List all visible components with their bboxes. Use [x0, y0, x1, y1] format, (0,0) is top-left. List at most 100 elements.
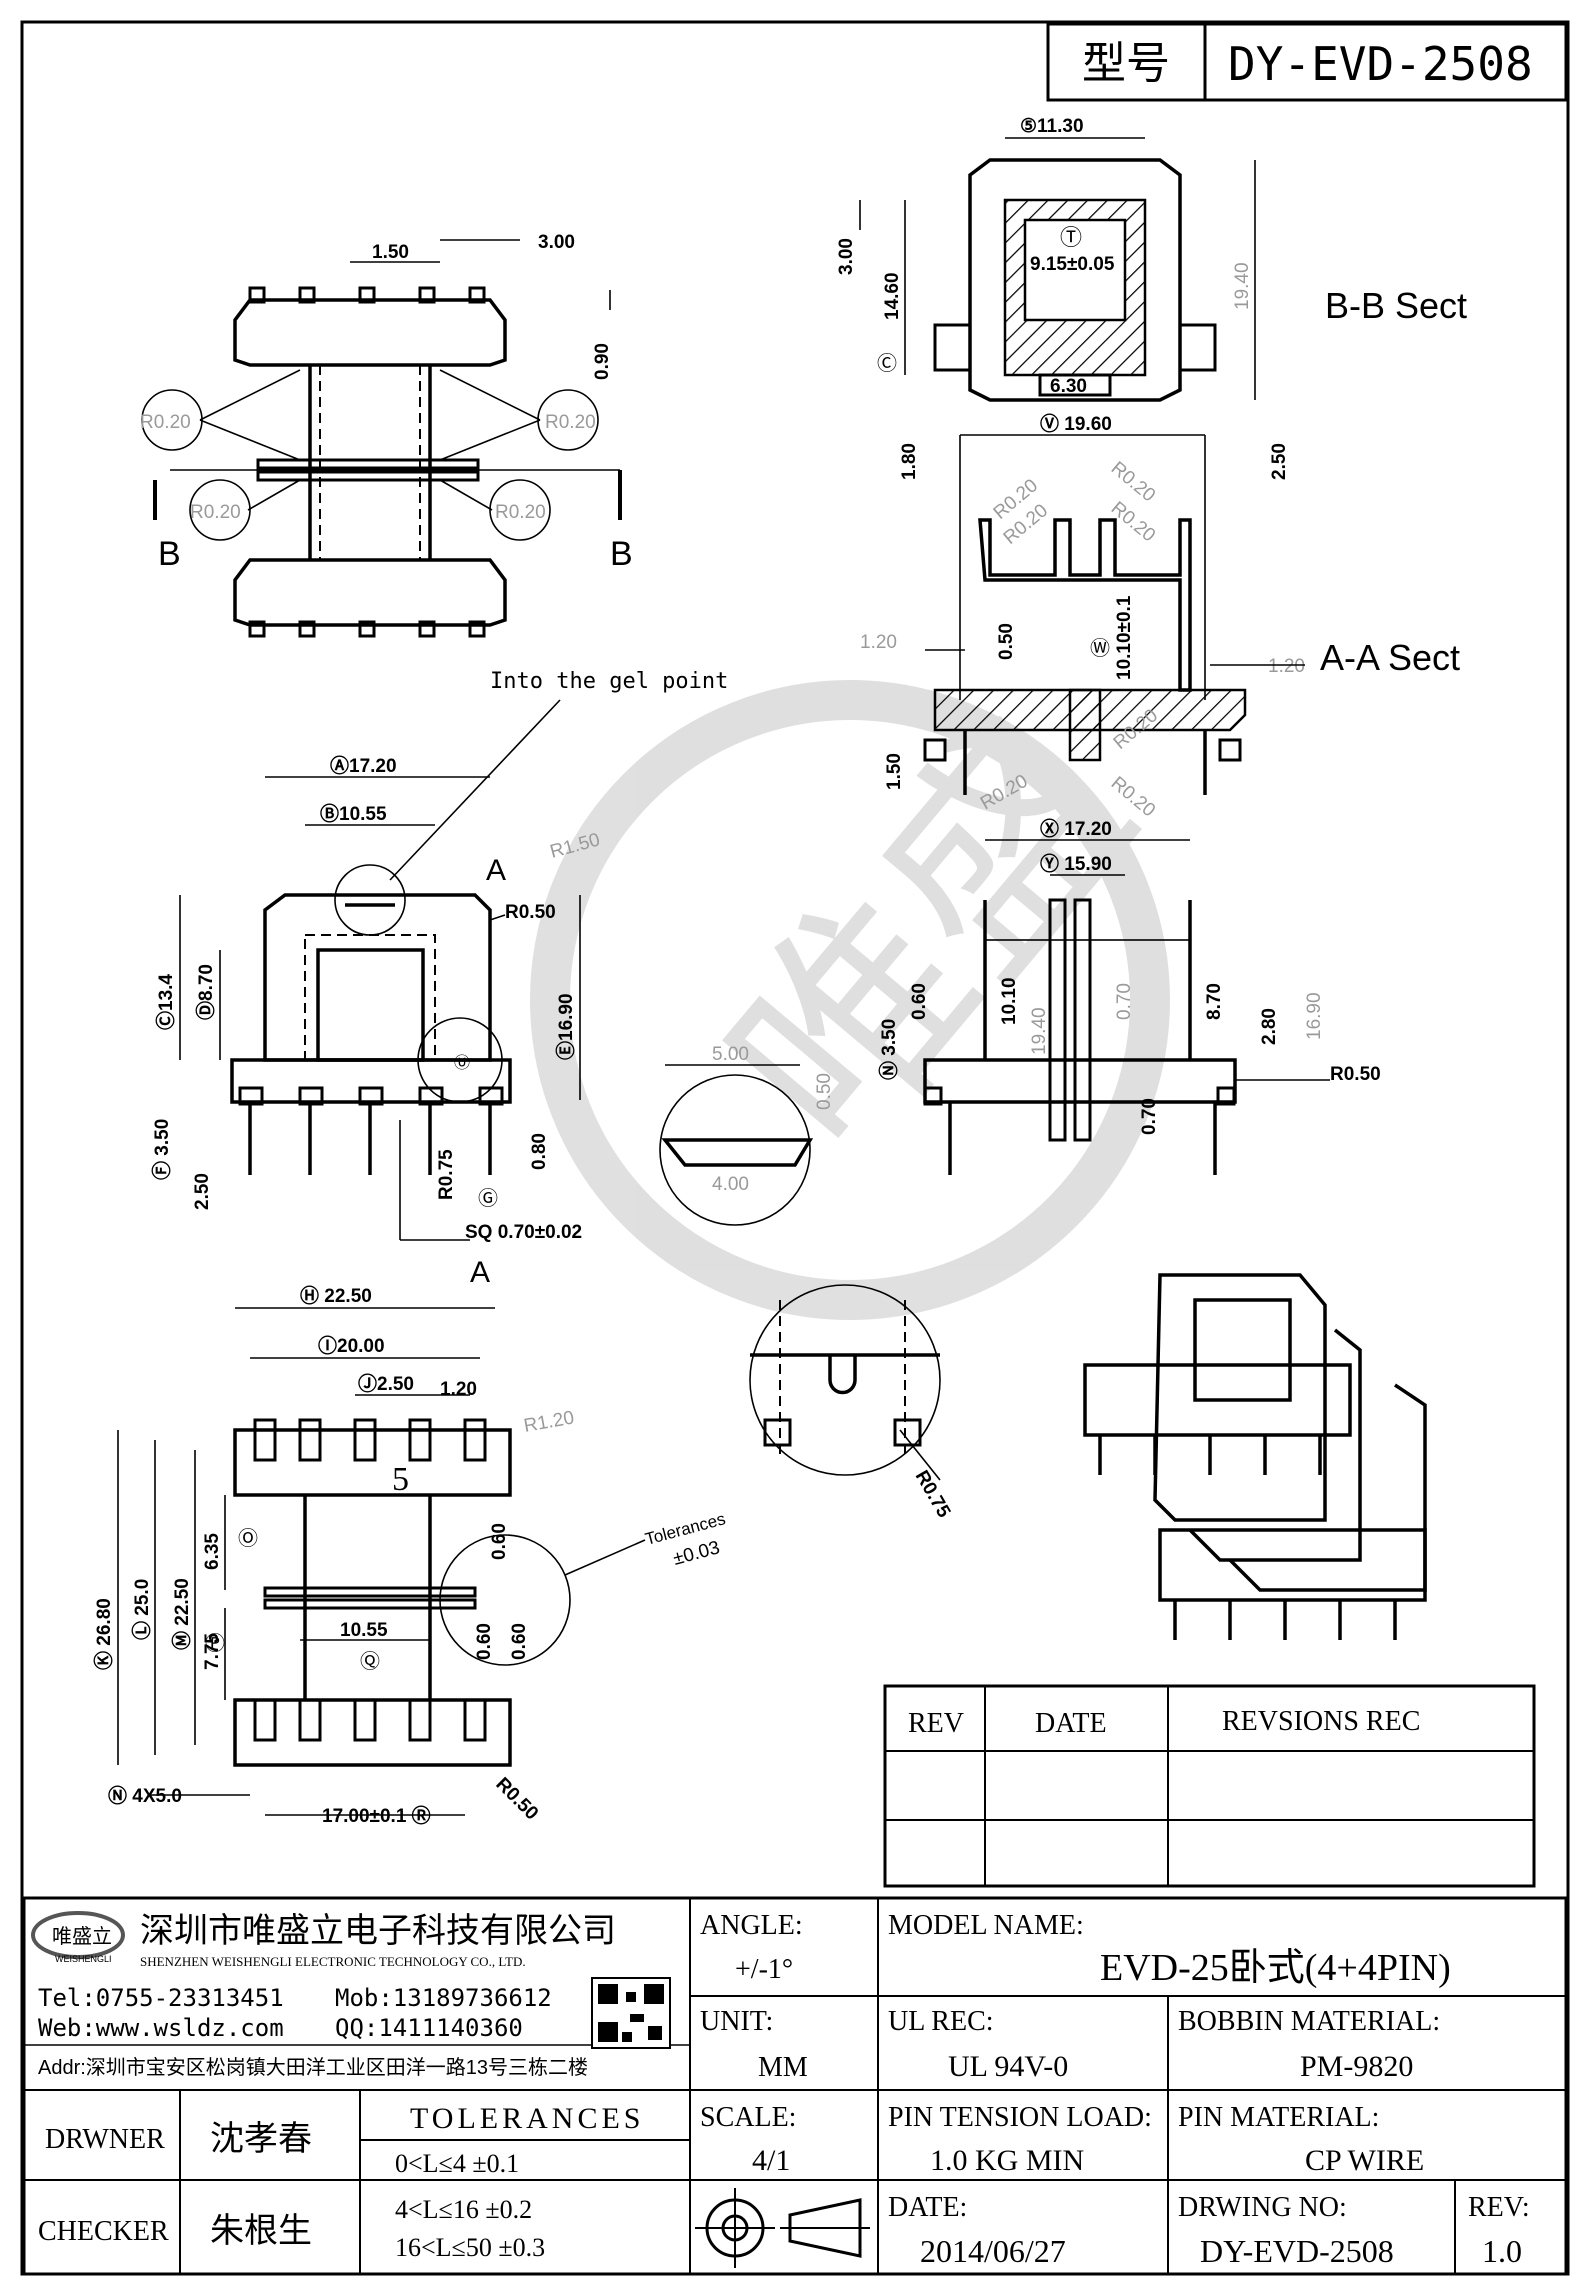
dimension-label: Ⓙ2.50	[358, 1372, 414, 1395]
dimension-label: 0.70	[1114, 983, 1135, 1020]
top-view: B B R0.20 R0.20 R0.20 R0.20 1.50 3.00 0.…	[140, 232, 633, 638]
rev-header: REV	[908, 1708, 964, 1739]
company-qq: QQ:1411140360	[335, 2014, 523, 2042]
dimension-label: Ⓠ	[360, 1650, 380, 1673]
dimension-label: WEISHENGLI	[55, 1954, 112, 1964]
dimension-label: 19.40	[1029, 1007, 1050, 1055]
dimension-label: 0.60	[474, 1623, 495, 1660]
dimension-label: BOBBIN MATERIAL:	[1178, 2006, 1440, 2037]
dimension-label: 1.20	[440, 1379, 477, 1400]
dimension-label: Ⓒ13.4	[154, 974, 177, 1030]
dimension-label: MODEL NAME:	[888, 1910, 1084, 1941]
dimension-label: 5.00	[712, 1044, 749, 1065]
company-web: Web:www.wsldz.com	[38, 2014, 284, 2042]
dimension-label: 10.10	[999, 977, 1020, 1025]
aa-section-label: A-A Sect	[1320, 637, 1460, 678]
bottom-view: Ⓗ 22.50 Ⓘ20.00 Ⓙ2.50 1.20 R1.20 5 Tolera…	[92, 1284, 727, 1827]
dimension-label: UL 94V-0	[948, 2050, 1068, 2083]
rev-value: 1.0	[1482, 2233, 1522, 2269]
dimension-label: 6.35	[202, 1533, 223, 1570]
dimension-label: +/-1°	[735, 1954, 793, 1985]
dimension-label: Ⓤ	[454, 1054, 470, 1072]
type-label: 型号	[1082, 39, 1170, 88]
title-block: 唯盛立 WEISHENGLI 深圳市唯盛立电子科技有限公司 SHENZHEN W…	[22, 1896, 1568, 2276]
dimension-label: MM	[758, 2052, 808, 2083]
dimension-label: R1.20	[522, 1407, 576, 1436]
dimension-label: R0.20	[140, 412, 191, 433]
isometric-view	[1083, 1273, 1427, 1640]
dimension-label: 19.40	[1232, 262, 1253, 310]
dimension-label: 10.10±0.1	[1114, 595, 1135, 680]
dimension-label: Ⓣ	[1060, 225, 1082, 250]
dimension-label: Ⓕ 3.50	[150, 1119, 173, 1180]
dimension-label: 1.50	[372, 242, 409, 263]
dimension-label: 7.75	[202, 1633, 223, 1670]
front-view: Into the gel point Ⓤ Ⓐ17.20 Ⓑ10.55 R1.50…	[150, 669, 728, 1289]
dimension-label: R0.20	[190, 502, 241, 523]
dimension-label: PIN TENSION LOAD:	[888, 2102, 1152, 2133]
dimension-label: Ⓦ	[1090, 637, 1110, 660]
company-name-en: SHENZHEN WEISHENGLI ELECTRONIC TECHNOLOG…	[140, 1954, 526, 1969]
dimension-label: B	[158, 535, 181, 573]
dimension-label: Ⓚ 26.80	[92, 1598, 115, 1670]
dimension-label: Ⓨ 15.90	[1040, 852, 1112, 875]
type-header: 型号 DY-EVD-2508	[1046, 22, 1568, 102]
dimension-label: 3.00	[836, 238, 857, 275]
dimension-label: 16.90	[1304, 992, 1325, 1040]
dimension-label: 唯盛立	[52, 1925, 112, 1948]
dimension-label: DATE:	[888, 2192, 967, 2223]
dimension-label: 16<L≤50 ±0.3	[395, 2233, 545, 2262]
dimension-label: 1.50	[884, 753, 905, 790]
dimension-label: 0.60	[489, 1523, 510, 1560]
dimension-label: R0.75	[911, 1467, 955, 1522]
dimension-label: 6.30	[1050, 376, 1087, 397]
company-tel: Tel:0755-23313451	[38, 1984, 284, 2012]
dimension-label: Ⓞ	[238, 1527, 258, 1550]
dimension-label: Ⓑ10.55	[320, 802, 387, 825]
dimension-label: Ⓜ 22.50	[170, 1578, 193, 1650]
dimension-label: TOLERANCES	[410, 2102, 644, 2135]
dimension-label: R0.20	[545, 412, 596, 433]
dimension-label: 4/1	[752, 2144, 790, 2177]
side-view: Ⓧ 17.20 Ⓨ 15.90 Ⓝ 3.50 0.60 10.10 19.40 …	[877, 817, 1381, 1175]
dimension-label: 2.80	[1259, 1008, 1280, 1045]
revisions-header: REVSIONS REC	[1222, 1706, 1420, 1737]
dimension-label: 1.80	[899, 443, 920, 480]
revision-table: REV DATE REVSIONS REC	[883, 1684, 1536, 1888]
dimension-label: 14.60	[882, 272, 903, 320]
dimension-label: B	[610, 535, 633, 573]
dimension-label: 朱根生	[210, 2212, 312, 2250]
dimension-label: Ⓝ 4X5.0	[108, 1784, 182, 1807]
dimension-label: 5	[392, 1461, 409, 1498]
dimension-label: Ⓟ	[205, 1632, 225, 1655]
dimension-label: Ⓐ17.20	[330, 754, 397, 777]
dimension-label: A	[470, 1256, 490, 1289]
projection-symbol-icon	[695, 2188, 870, 2268]
company-addr: Addr:深圳市宝安区松岗镇大田洋工业区田洋一路13号三栋二楼	[38, 2056, 588, 2079]
dimension-label: 4<L≤16 ±0.2	[395, 2195, 532, 2224]
dimension-label: 0.60	[509, 1623, 530, 1660]
date-value: 2014/06/27	[920, 2233, 1066, 2269]
dimension-label: UNIT:	[700, 2006, 773, 2037]
dimension-label: 沈孝春	[210, 2120, 312, 2158]
company-logo: 唯盛立 WEISHENGLI	[31, 1911, 125, 1964]
dimension-label: 0.80	[529, 1133, 550, 1170]
dimension-label: Ⓧ 17.20	[1040, 817, 1112, 840]
dimension-label: 8.70	[1204, 983, 1225, 1020]
dimension-label: UL REC:	[888, 2006, 994, 2037]
dimension-label: DRWING NO:	[1178, 2192, 1347, 2223]
dimension-label: Ⓖ	[478, 1187, 498, 1210]
dimension-label: 0.70	[1139, 1098, 1160, 1135]
dimension-label: 17.00±0.1 Ⓡ	[322, 1804, 431, 1827]
dimension-label: REV:	[1468, 2192, 1530, 2223]
dimension-label: 4.00	[712, 1174, 749, 1195]
dimension-label: Ⓛ 25.0	[130, 1579, 153, 1640]
dimension-label: 0<L≤4 ±0.1	[395, 2149, 519, 2178]
dimension-label: 9.15±0.05	[1030, 254, 1115, 275]
dimension-label: CHECKER	[38, 2216, 169, 2247]
dimension-label: 0.60	[909, 983, 930, 1020]
dimension-label: 3.00	[538, 232, 575, 253]
dimension-label: CP WIRE	[1305, 2144, 1424, 2177]
dimension-label: 1.20	[860, 632, 897, 653]
